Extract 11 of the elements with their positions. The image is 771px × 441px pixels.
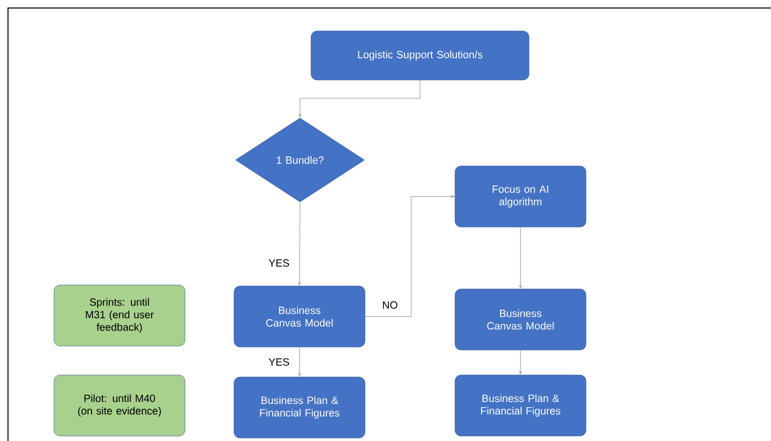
process-box: Business Canvas Model	[234, 286, 366, 348]
note-box: Pilot: until M40 (on site evidence)	[54, 374, 186, 436]
process-box: Focus on AI algorithm	[454, 166, 586, 228]
edge-label: YES	[268, 258, 290, 268]
edge-label: NO	[381, 300, 399, 310]
edge-label: YES	[268, 357, 290, 367]
process-box: Business Canvas Model	[454, 288, 586, 350]
process-box: Logistic Support Solution/s	[310, 30, 530, 80]
process-box: Business Plan & Financial Figures	[454, 374, 586, 436]
note-box: Sprints: until M31 (end user feedback)	[54, 284, 186, 346]
process-box: Business Plan & Financial Figures	[234, 376, 366, 438]
